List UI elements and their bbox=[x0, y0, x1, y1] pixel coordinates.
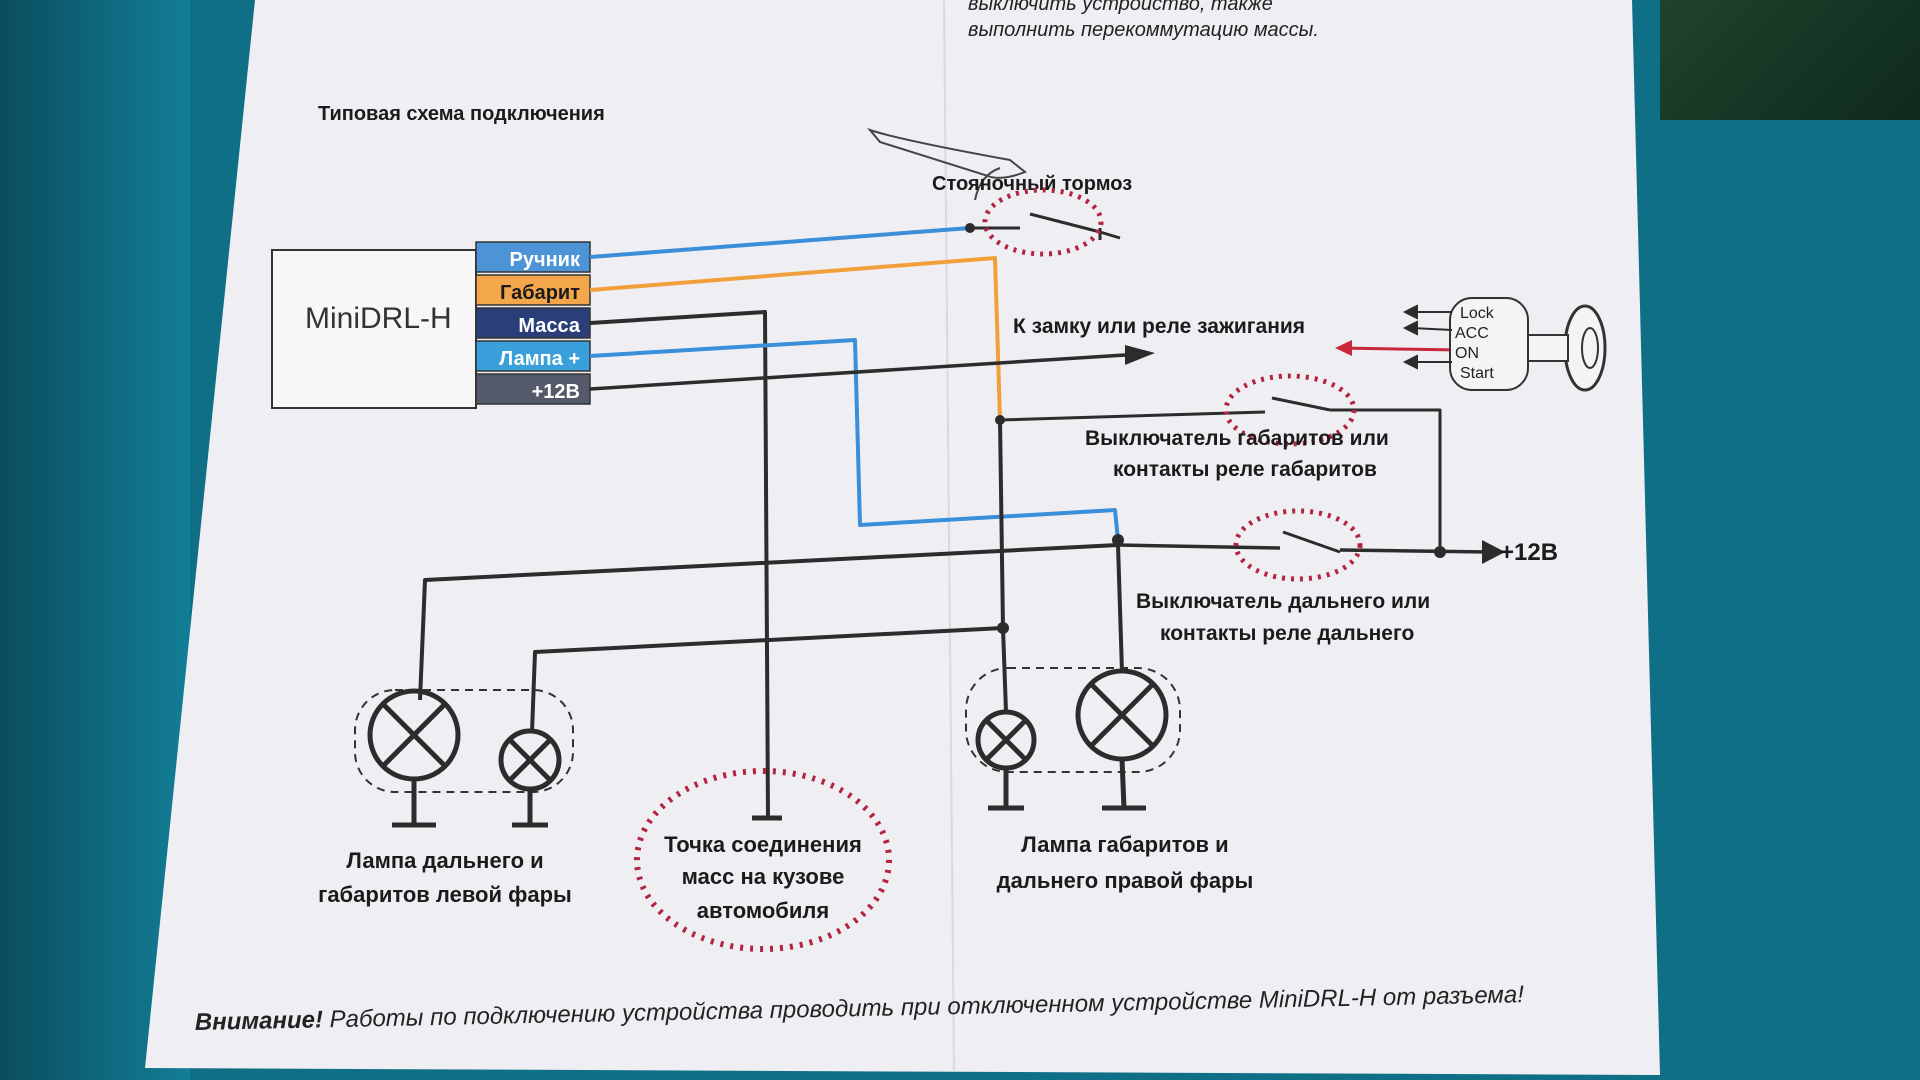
wire-parking-switch bbox=[999, 408, 1442, 552]
wire-left-highbeam bbox=[418, 543, 1119, 701]
pin-label-handbrake: Ручник bbox=[510, 249, 581, 271]
left-lamp-label-1: Лампа дальнего и bbox=[346, 848, 543, 873]
highbeam-switch-blade bbox=[1282, 530, 1341, 554]
ignition-pos-acc: ACC bbox=[1455, 325, 1489, 342]
junction-dot bbox=[1434, 546, 1446, 558]
warning-bold: Внимание! bbox=[195, 1006, 324, 1036]
parking-switch-highlight bbox=[1223, 373, 1357, 447]
handbrake-switch bbox=[970, 187, 1121, 257]
ignition-pos-lock: Lock bbox=[1460, 305, 1495, 322]
parking-switch-label-1: Выключатель габаритов или bbox=[1085, 427, 1389, 450]
wire-parking bbox=[589, 256, 1002, 421]
device-name: MiniDRL-H bbox=[305, 302, 452, 335]
pin-label-ground: Масса bbox=[518, 315, 581, 337]
highbeam-switch-label-2: контакты реле дальнего bbox=[1160, 622, 1414, 645]
top-note-line1: выключить устройство, также bbox=[968, 0, 1273, 15]
wires bbox=[418, 223, 1505, 821]
ignition-label: К замку или реле зажигания bbox=[1013, 315, 1305, 338]
junction-dot bbox=[965, 223, 975, 233]
ground-point-highlight bbox=[634, 768, 892, 952]
paper-fold bbox=[943, 0, 955, 1071]
ignition-key-icon-inner bbox=[1581, 327, 1599, 369]
top-note-line2: выполнить перекоммутацию массы. bbox=[968, 19, 1319, 41]
paper-sheet bbox=[145, 0, 1660, 1075]
pin-label-12v: +12В bbox=[532, 381, 580, 403]
plus12v-label: +12В bbox=[1500, 539, 1558, 566]
wire-right-parking bbox=[1001, 627, 1008, 713]
pin-tab-parking bbox=[475, 274, 591, 306]
ignition-pos-on: ON bbox=[1455, 345, 1479, 362]
junction-dot bbox=[1112, 534, 1124, 546]
ignition-pos-start: Start bbox=[1460, 365, 1494, 382]
wire-parking-bus bbox=[998, 419, 1005, 629]
pin-tab-lamp bbox=[475, 340, 591, 372]
left-headlight-outline bbox=[354, 689, 574, 793]
ground-point-label-3: автомобиля bbox=[697, 898, 829, 923]
ignition-arrow-icon bbox=[1125, 345, 1155, 365]
ground-point-label-1: Точка соединения bbox=[664, 832, 862, 857]
pin-label-parking: Габарит bbox=[500, 282, 580, 304]
ignition-lock: Lock ACC ON Start bbox=[1335, 297, 1607, 392]
wire-ground bbox=[589, 310, 770, 819]
ignition-key-shaft bbox=[1527, 334, 1569, 362]
handbrake-lever-icon bbox=[866, 127, 1027, 179]
device-box bbox=[271, 249, 477, 409]
right-parking-lamp-icon bbox=[975, 709, 1037, 811]
wire-highbeam-bus bbox=[1117, 543, 1491, 554]
right-highbeam-lamp-icon bbox=[1075, 668, 1169, 811]
right-lamp-label-1: Лампа габаритов и bbox=[1021, 832, 1228, 857]
left-highbeam-lamp-icon bbox=[367, 688, 461, 828]
junction-dot bbox=[997, 622, 1009, 634]
pin-tab-ground bbox=[475, 307, 591, 339]
wire-handbrake bbox=[589, 226, 971, 259]
background-dark-left bbox=[0, 0, 190, 1080]
wire-right-highbeam bbox=[1116, 544, 1124, 673]
parking-switch-label-2: контакты реле габаритов bbox=[1113, 458, 1377, 481]
left-parking-lamp-icon bbox=[498, 728, 562, 828]
ignition-red-arrow-head bbox=[1335, 340, 1352, 356]
highbeam-switch-label-1: Выключатель дальнего или bbox=[1136, 590, 1430, 613]
pin-tabs: Ручник Габарит Масса Лампа + +12В bbox=[475, 241, 591, 405]
diagram-title: Типовая схема подключения bbox=[318, 103, 605, 125]
handbrake-switch-highlight bbox=[982, 187, 1104, 257]
plus12v-arrow-icon bbox=[1482, 540, 1505, 564]
parking-switch-blade bbox=[1271, 396, 1331, 412]
wire-left-parking bbox=[530, 626, 1004, 733]
pin-tab-handbrake bbox=[475, 241, 591, 273]
wire-12v bbox=[589, 353, 1126, 391]
handbrake-label: Стояночный тормоз bbox=[932, 173, 1132, 195]
pin-tab-12v bbox=[475, 373, 591, 405]
pin-label-lamp: Лампа + bbox=[499, 348, 580, 370]
ground-point-label-2: масс на кузове bbox=[682, 864, 845, 889]
highbeam-switch-highlight bbox=[1233, 508, 1363, 582]
handbrake-lever-base-icon bbox=[974, 167, 1001, 201]
wire-lamp-plus bbox=[589, 338, 1120, 541]
junction-dot bbox=[995, 415, 1005, 425]
circuit-board-corner bbox=[1660, 0, 1920, 120]
right-lamp-label-2: дальнего правой фары bbox=[997, 868, 1254, 893]
ignition-red-arrow bbox=[1339, 346, 1461, 352]
left-lamp-label-2: габаритов левой фары bbox=[318, 882, 572, 907]
